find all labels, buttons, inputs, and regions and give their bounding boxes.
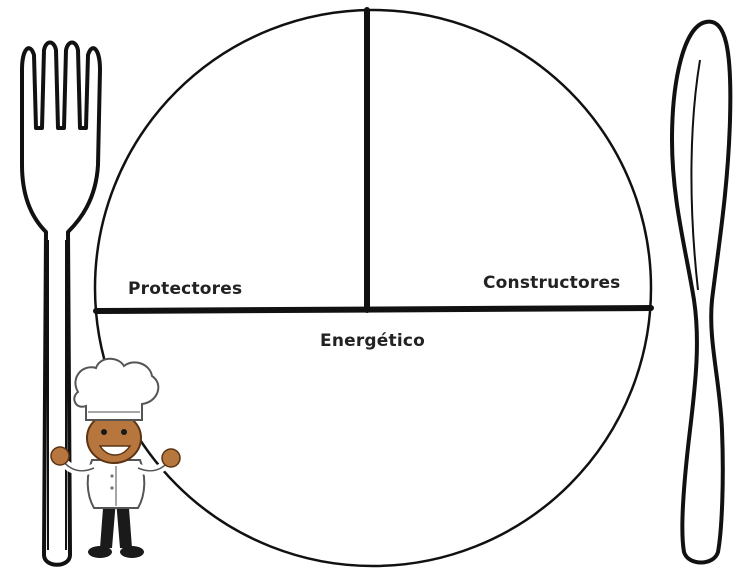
- section-label-constructores: Constructores: [483, 273, 621, 293]
- section-label-energetico: Energético: [320, 331, 425, 351]
- section-label-protectores: Protectores: [128, 279, 242, 299]
- chef-right-hand: [162, 449, 180, 467]
- divider-horizontal: [96, 308, 651, 311]
- knife-icon: [672, 22, 730, 563]
- chef-left-hand: [51, 447, 69, 465]
